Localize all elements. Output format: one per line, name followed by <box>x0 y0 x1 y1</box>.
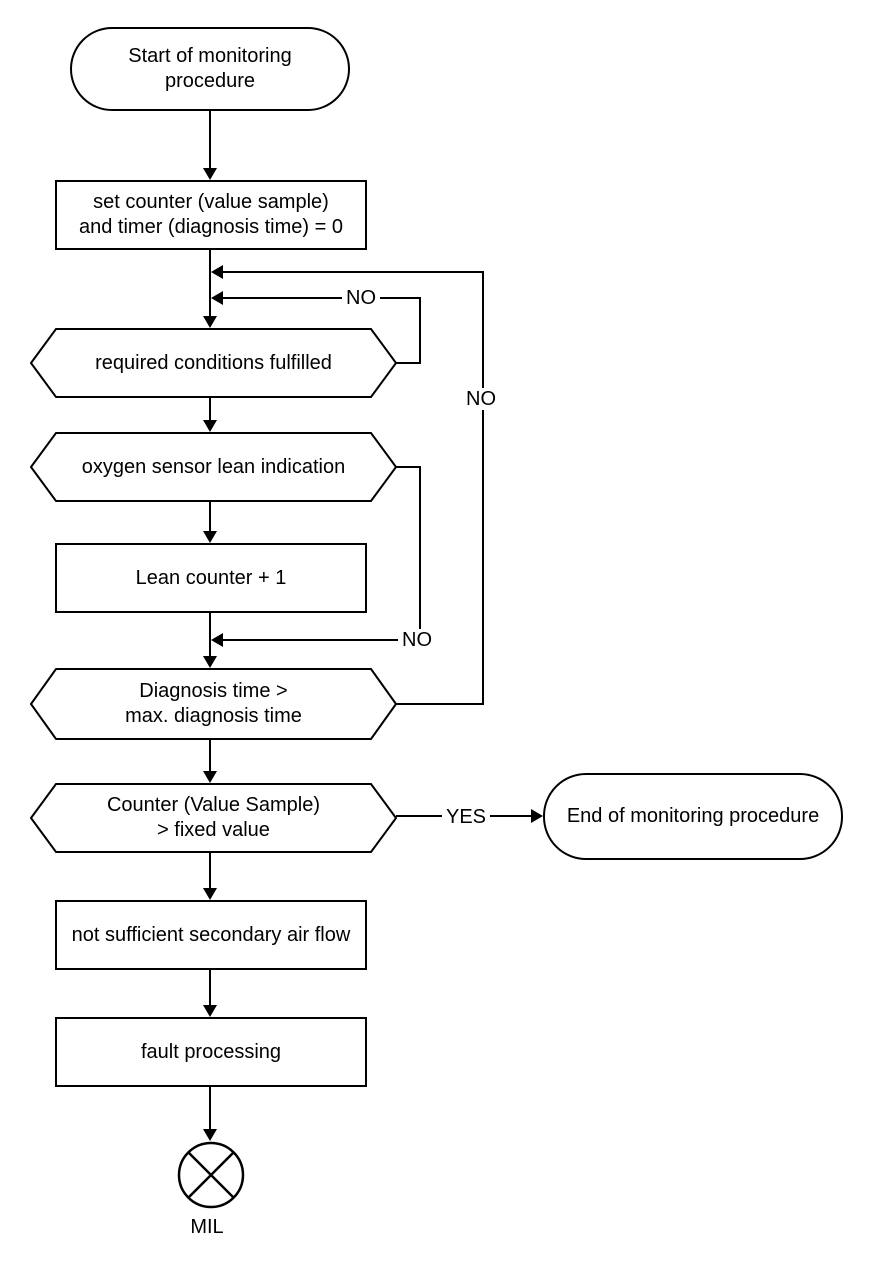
flow-line <box>209 250 211 316</box>
decision-diagnosis-time-label: Diagnosis time > max. diagnosis time <box>125 680 302 727</box>
terminator-start: Start of monitoring procedure <box>70 27 350 111</box>
hexagon-shape <box>30 432 397 502</box>
arrowhead-down <box>203 1005 217 1017</box>
process-not-sufficient-airflow-label: not sufficient secondary air flow <box>71 923 351 946</box>
process-lean-counter: Lean counter + 1 <box>55 543 367 613</box>
flow-line <box>209 853 211 888</box>
process-not-sufficient-airflow: not sufficient secondary air flow <box>55 900 367 970</box>
arrowhead-left <box>211 265 223 279</box>
connector-diagnosis-no <box>396 703 484 705</box>
flow-line <box>209 398 211 420</box>
decision-counter-value-sample-label: Counter (Value Sample) > fixed value <box>106 794 321 841</box>
arrowhead-down <box>203 771 217 783</box>
arrowhead-left <box>211 291 223 305</box>
edge-label-yes-counter-value: YES <box>441 806 491 828</box>
flow-line <box>209 1087 211 1130</box>
terminator-start-label: Start of monitoring procedure <box>128 45 292 92</box>
terminator-end: End of monitoring procedure <box>543 773 843 860</box>
arrowhead-down <box>203 168 217 180</box>
loop-line-required-no <box>223 297 420 299</box>
loop-line-required-no <box>419 297 421 363</box>
edge-label-no-oxygen-sensor: NO <box>398 629 436 651</box>
decision-required-conditions-label: required conditions fulfilled <box>95 351 332 374</box>
arrowhead-down <box>203 656 217 668</box>
edge-label-no-required-conditions: NO <box>342 287 380 309</box>
arrowhead-down <box>203 316 217 328</box>
arrowhead-right <box>531 809 543 823</box>
loop-line-oxygen-no <box>223 639 420 641</box>
connector-oxygen-no <box>396 466 421 468</box>
edge-label-no-diagnosis-time: NO <box>462 388 500 410</box>
arrowhead-down <box>203 420 217 432</box>
process-fault-processing-label: fault processing <box>140 1040 282 1063</box>
hexagon-shape <box>30 668 397 740</box>
arrowhead-down <box>203 1129 217 1141</box>
process-fault-processing: fault processing <box>55 1017 367 1087</box>
flow-line <box>209 970 211 1005</box>
mil-label: MIL <box>190 1216 224 1238</box>
decision-diagnosis-time: Diagnosis time > max. diagnosis time <box>30 668 397 740</box>
arrowhead-left <box>211 633 223 647</box>
flow-line <box>209 111 211 168</box>
connector-required-no <box>396 362 421 364</box>
terminator-end-label: End of monitoring procedure <box>566 805 820 827</box>
decision-required-conditions: required conditions fulfilled <box>30 328 397 398</box>
process-set-counter-timer-label: set counter (value sample) and timer (di… <box>78 191 343 238</box>
loop-line-diagnosis-no <box>223 271 483 273</box>
process-set-counter-timer: set counter (value sample) and timer (di… <box>55 180 367 250</box>
flow-line <box>209 740 211 771</box>
flow-line <box>209 502 211 531</box>
arrowhead-down <box>203 531 217 543</box>
process-lean-counter-label: Lean counter + 1 <box>135 566 287 589</box>
mil-lamp-icon <box>177 1141 245 1209</box>
hexagon-shape <box>30 783 397 853</box>
decision-counter-value-sample: Counter (Value Sample) > fixed value <box>30 783 397 853</box>
decision-oxygen-sensor-lean-label: oxygen sensor lean indication <box>81 455 346 478</box>
loop-line-diagnosis-no <box>482 271 484 705</box>
arrowhead-down <box>203 888 217 900</box>
loop-line-oxygen-no <box>419 466 421 641</box>
hexagon-shape <box>30 328 397 398</box>
decision-oxygen-sensor-lean: oxygen sensor lean indication <box>30 432 397 502</box>
flow-line <box>209 613 211 656</box>
